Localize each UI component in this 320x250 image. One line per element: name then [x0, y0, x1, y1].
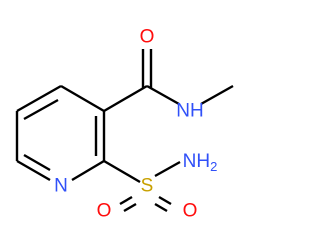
- bond-ring-c6-n-inner: [23, 153, 51, 172]
- bond-s-o-double-1: [119, 195, 133, 206]
- bond-s-o-double-4: [154, 202, 168, 213]
- atom-o-sulfonyl-1: O: [97, 201, 112, 222]
- atom-o-carbonyl: O: [140, 27, 155, 48]
- atom-s: S: [141, 176, 154, 197]
- bond-n-methyl: [200, 84, 234, 106]
- bond-s-nh2: [154, 160, 181, 178]
- bond-carbonyl-c-n: [146, 84, 180, 106]
- bond-ring-c6-n: [16, 159, 51, 182]
- atom-nh-amide: NH: [176, 101, 203, 122]
- bond-c2-s: [103, 159, 141, 184]
- bond-ring-c5-c4: [16, 84, 62, 113]
- atom-n-ring: N: [54, 176, 68, 197]
- bond-c3-carbonyl-c: [103, 84, 148, 113]
- bond-ring-n-c2: [71, 159, 105, 182]
- atom-nh2: NH2: [183, 151, 218, 174]
- bond-s-o-double-3: [158, 195, 172, 206]
- bond-ring-c5-c4-inner: [23, 98, 59, 121]
- molecule-structure: N S O O NH2 O NH: [15, 27, 234, 222]
- bond-ring-c4-c3: [60, 84, 105, 113]
- bond-s-o-double-2: [123, 202, 137, 213]
- atom-o-sulfonyl-2: O: [183, 201, 198, 222]
